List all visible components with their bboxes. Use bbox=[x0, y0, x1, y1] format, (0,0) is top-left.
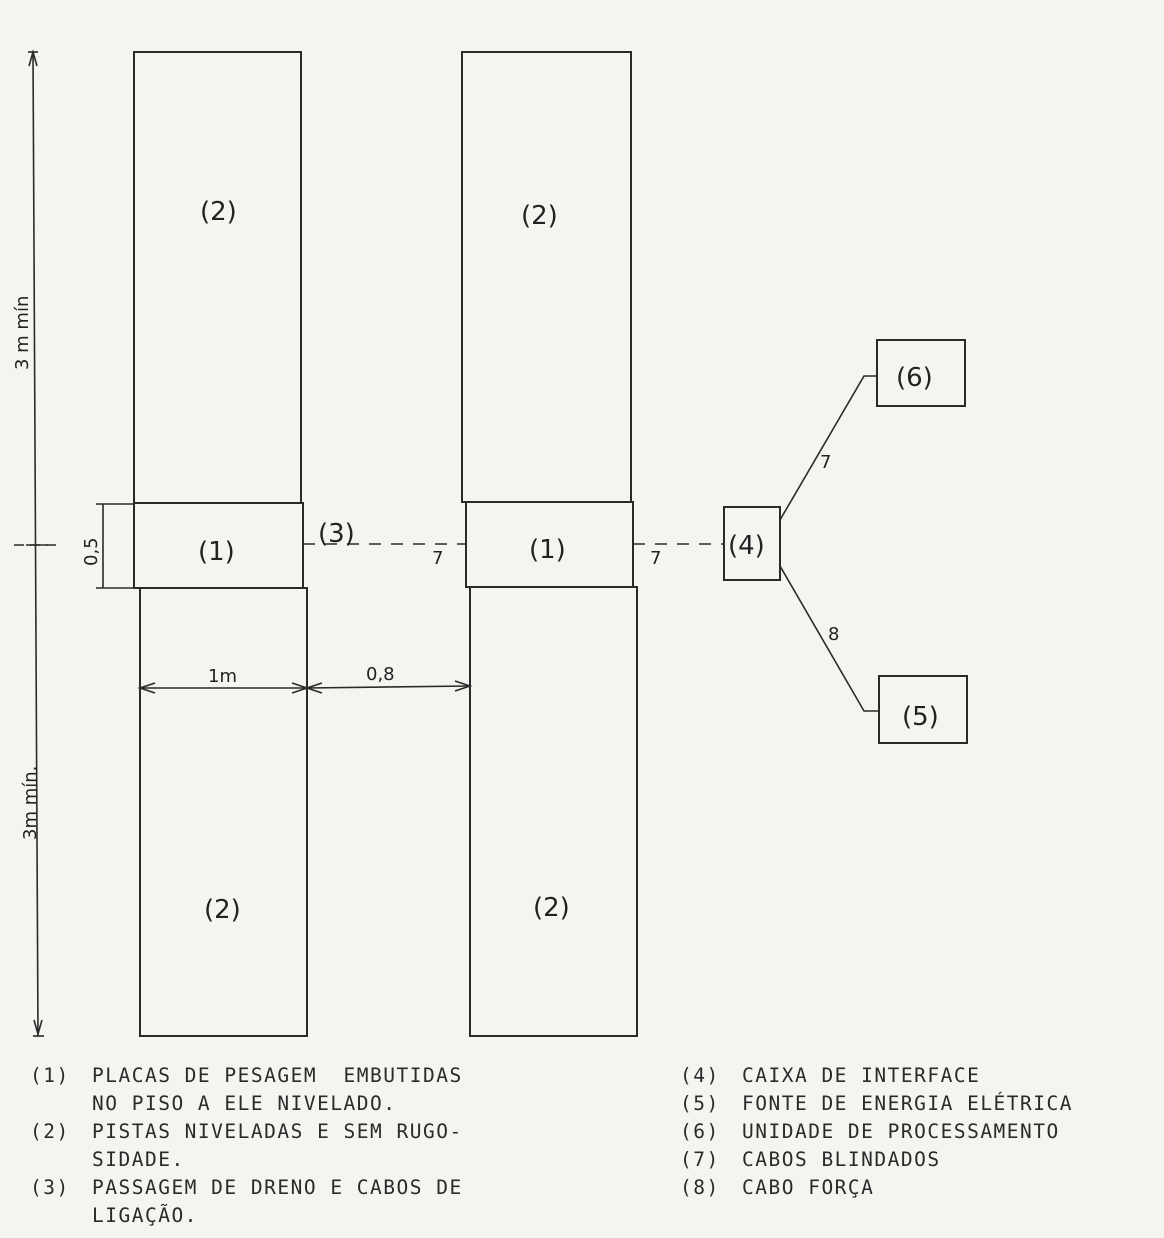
legend-text: CABO FORÇA bbox=[742, 1176, 875, 1199]
right-track-lower bbox=[469, 586, 638, 1037]
track-width-label: 1m bbox=[208, 666, 237, 687]
equipment: (4) (6) (5) 7 8 bbox=[723, 339, 968, 744]
legend-number: (3) bbox=[30, 1176, 70, 1199]
legend-text: FONTE DE ENERGIA ELÉTRICA bbox=[742, 1092, 1073, 1115]
processing-unit-box bbox=[876, 339, 966, 407]
legend-number: (6) bbox=[680, 1120, 720, 1143]
legend-number: (1) bbox=[30, 1064, 70, 1087]
legend-text: PASSAGEM DE DRENO E CABOS DE LIGAÇÃO. bbox=[92, 1176, 463, 1227]
right-track-upper bbox=[461, 51, 632, 503]
plate-width-dimension: 0,5 bbox=[81, 503, 134, 589]
right-track: (2) (1) (2) bbox=[461, 51, 638, 1037]
legend-number: (7) bbox=[680, 1148, 720, 1171]
gap-line bbox=[306, 685, 471, 689]
power-source-label: (5) bbox=[902, 702, 939, 732]
legend-text: UNIDADE DE PROCESSAMENTO bbox=[742, 1120, 1060, 1143]
dim-arrow-1 bbox=[137, 682, 156, 694]
processing-unit-label: (6) bbox=[896, 363, 933, 393]
plate-width-label: 0,5 bbox=[81, 537, 102, 566]
legend-item: (3) PASSAGEM DE DRENO E CABOS DE LIGAÇÃO. bbox=[30, 1174, 590, 1230]
legend-right: (4) CAIXA DE INTERFACE (5) FONTE DE ENERGIA… bbox=[680, 1062, 1160, 1202]
legend-item: (6) UNIDADE DE PROCESSAMENTO bbox=[680, 1118, 1160, 1146]
drain-passage: (3) 7 7 bbox=[14, 519, 724, 569]
top-length-label: 3 m mín bbox=[12, 296, 33, 370]
length-dimension-line bbox=[32, 51, 39, 1037]
dim-arrow-4 bbox=[454, 680, 473, 692]
left-track: (2) (1) (2) bbox=[133, 51, 308, 1037]
left-lower-label: (2) bbox=[204, 895, 241, 925]
legend-text: CABOS BLINDADOS bbox=[742, 1148, 941, 1171]
legend-item: (2) PISTAS NIVELADAS E SEM RUGO- SIDADE. bbox=[30, 1118, 590, 1174]
power-cable-to-source bbox=[779, 565, 879, 712]
cable-label-2: 7 bbox=[650, 548, 661, 569]
legend-item: (8) CABO FORÇA bbox=[680, 1174, 1160, 1202]
left-upper-label: (2) bbox=[200, 197, 237, 227]
right-lower-label: (2) bbox=[533, 893, 570, 923]
shielded-cable-label: 7 bbox=[820, 452, 831, 473]
interface-box bbox=[723, 506, 781, 581]
legend-number: (5) bbox=[680, 1092, 720, 1115]
legend-item: (4) CAIXA DE INTERFACE bbox=[680, 1062, 1160, 1090]
legend-text: PLACAS DE PESAGEM EMBUTIDAS NO PISO A EL… bbox=[92, 1064, 463, 1115]
gap-label: 0,8 bbox=[366, 664, 395, 685]
legend-item: (7) CABOS BLINDADOS bbox=[680, 1146, 1160, 1174]
legend-item: (1) PLACAS DE PESAGEM EMBUTIDAS NO PISO A… bbox=[30, 1062, 590, 1118]
cable-label-1: 7 bbox=[432, 548, 443, 569]
legend-number: (2) bbox=[30, 1120, 70, 1143]
left-track-lower bbox=[139, 587, 308, 1037]
power-cable-label: 8 bbox=[828, 624, 839, 645]
right-plate-label: (1) bbox=[529, 535, 566, 565]
legend-number: (8) bbox=[680, 1176, 720, 1199]
dim-arrow-3 bbox=[304, 682, 323, 694]
legend-number: (4) bbox=[680, 1064, 720, 1087]
horizontal-dimensions: 1m 0,8 bbox=[137, 664, 473, 694]
power-source-box bbox=[878, 675, 968, 744]
legend-item: (5) FONTE DE ENERGIA ELÉTRICA bbox=[680, 1090, 1160, 1118]
drain-label: (3) bbox=[318, 519, 355, 549]
legend-left: (1) PLACAS DE PESAGEM EMBUTIDAS NO PISO A… bbox=[30, 1062, 590, 1230]
bottom-length-label: 3m mín. bbox=[20, 766, 41, 840]
length-bottom-arrow bbox=[33, 1019, 43, 1037]
left-plate-label: (1) bbox=[198, 537, 235, 567]
legend-text: CAIXA DE INTERFACE bbox=[742, 1064, 981, 1087]
installation-diagram: (2) (1) (2) (2) (1) (2) (3) 7 7 (4) (6) … bbox=[12, 49, 968, 1037]
right-upper-label: (2) bbox=[521, 201, 558, 231]
interface-box-label: (4) bbox=[728, 531, 765, 561]
length-top-arrow bbox=[28, 49, 38, 67]
left-track-upper bbox=[133, 51, 302, 504]
shielded-cable-to-unit bbox=[779, 375, 877, 521]
legend-text: PISTAS NIVELADAS E SEM RUGO- SIDADE. bbox=[92, 1120, 463, 1171]
length-dimension: 3 m mín 3m mín. bbox=[12, 49, 48, 1037]
